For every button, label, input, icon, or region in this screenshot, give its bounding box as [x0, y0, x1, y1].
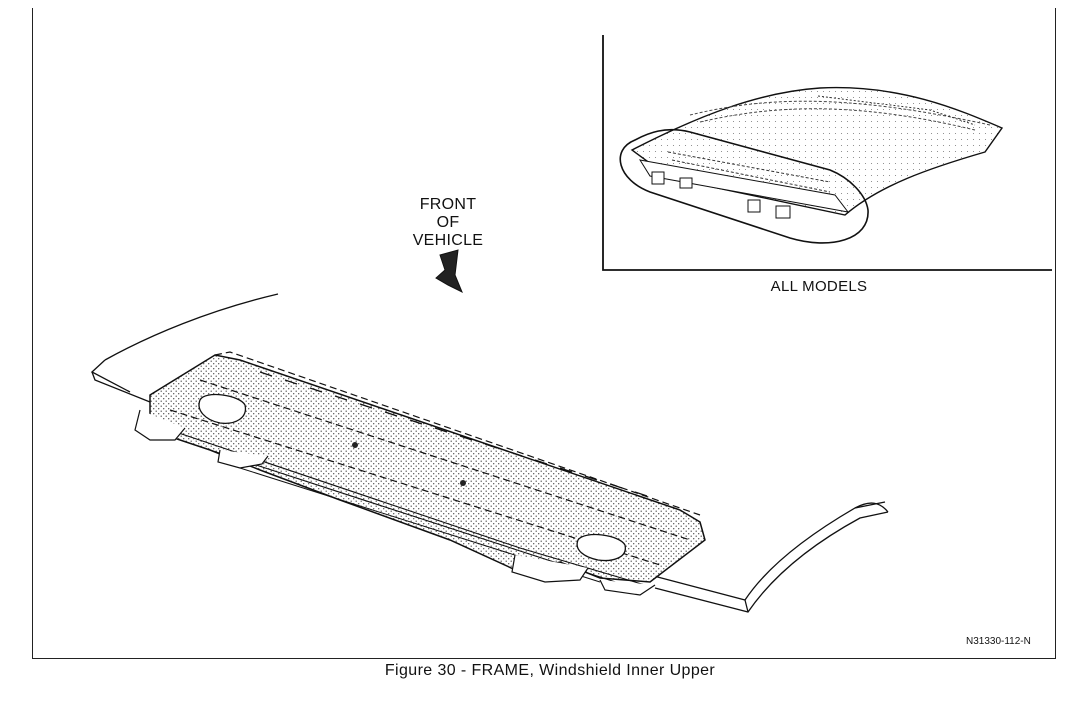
- figure-caption: Figure 30 - FRAME, Windshield Inner Uppe…: [384, 662, 716, 679]
- vehicle-body-lines: [90, 293, 889, 613]
- part-number: N31330-112-N: [966, 636, 1031, 647]
- inset-caption: ALL MODELS: [770, 278, 868, 295]
- front-label-line2: OF: [436, 214, 460, 231]
- windshield-inner-upper-frame: [134, 351, 706, 596]
- inset-panel: [602, 35, 1052, 271]
- inset-roof: [630, 86, 1004, 219]
- figure-border: [32, 8, 1056, 659]
- front-label-line3: VEHICLE: [412, 232, 484, 249]
- front-arrow-icon: [435, 249, 463, 294]
- inset-highlight-circle: [619, 128, 869, 244]
- front-label-line1: FRONT: [419, 196, 477, 213]
- front-of-vehicle-label: FRONT OF VEHICLE: [402, 196, 494, 250]
